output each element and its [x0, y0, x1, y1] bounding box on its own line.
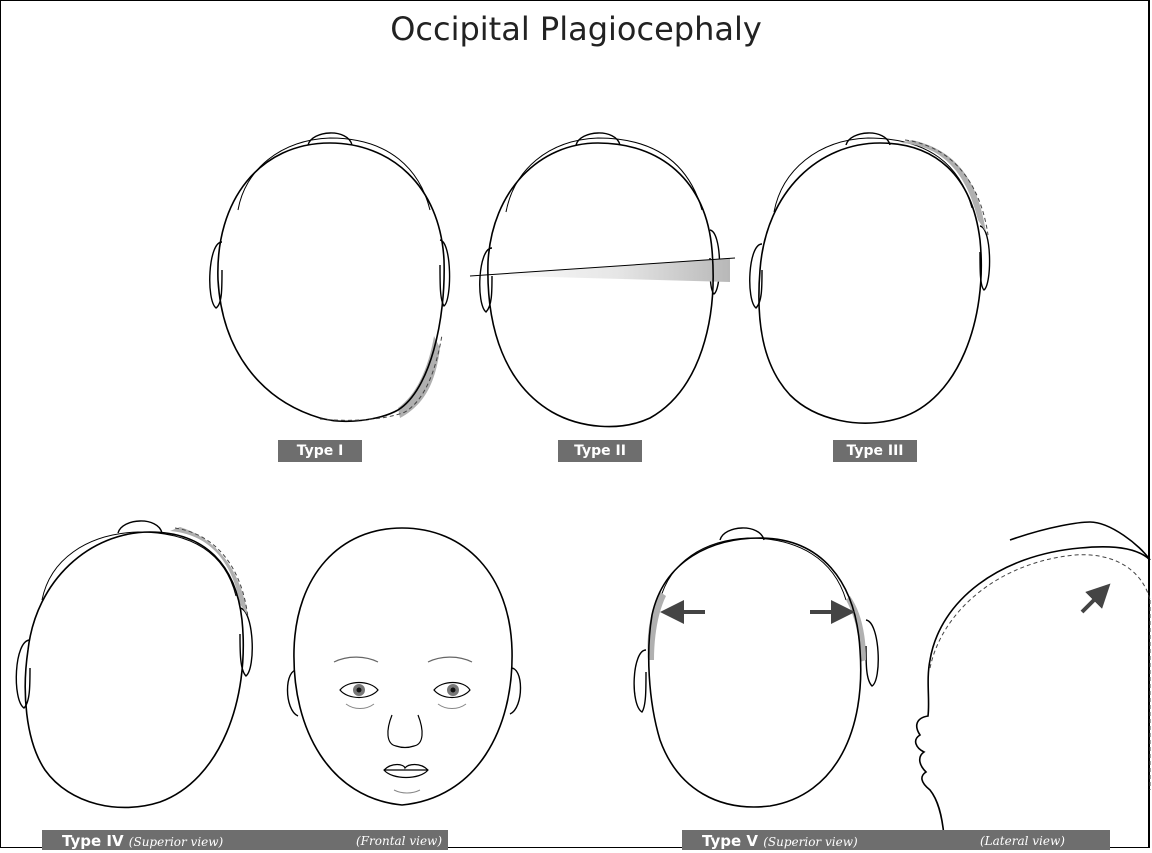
label-type-2-text: Type II: [574, 443, 626, 459]
face-outline: [294, 528, 512, 805]
head-type-5-superior: [634, 528, 878, 807]
profile-back-outline: [1010, 522, 1150, 560]
head-type-4-superior: [16, 521, 252, 807]
normal-contour-dashed: [930, 555, 1150, 790]
label-type-2: Type II: [558, 440, 642, 462]
label-type-5-view-lateral: (Lateral view): [980, 830, 1065, 852]
label-type-3: Type III: [833, 440, 917, 462]
face-profile: [238, 138, 430, 210]
skull-outline: [25, 532, 243, 807]
label-type-4-view-superior: (Superior view): [129, 835, 223, 849]
profile-outline: [916, 547, 1150, 836]
label-type-5-view-superior: (Superior view): [763, 835, 857, 849]
head-type-5-lateral: [916, 522, 1150, 836]
face-profile: [774, 138, 972, 212]
skull-outline: [649, 538, 861, 807]
label-type-4-text: Type IV: [62, 832, 124, 850]
label-type-4-view-frontal: (Frontal view): [356, 830, 442, 852]
label-type-4: Type IV (Superior view) (Frontal view): [42, 830, 448, 850]
growth-arrow: [1082, 592, 1102, 612]
skull-outline: [218, 143, 444, 421]
face-profile: [660, 538, 846, 600]
head-type-3: [750, 133, 990, 423]
forehead-shade: [170, 527, 248, 616]
asymmetry-wedge: [478, 258, 730, 282]
face-profile: [506, 138, 702, 212]
normal-contour-dashed: [905, 140, 988, 235]
normal-contour-dashed: [175, 528, 248, 618]
label-type-3-text: Type III: [846, 443, 903, 459]
label-type-1-text: Type I: [297, 443, 344, 459]
baby-face-frontal: [288, 528, 521, 805]
skull-outline: [759, 143, 981, 423]
ear-right: [866, 620, 878, 686]
head-type-2: [470, 133, 735, 427]
label-type-1: Type I: [278, 440, 362, 462]
nose-bump: [118, 521, 162, 533]
side-shade-right: [846, 596, 866, 662]
ear-left: [634, 650, 646, 712]
label-type-5-text: Type V: [702, 832, 758, 850]
label-type-5: Type V (Superior view) (Lateral view): [682, 830, 1110, 850]
skull-outline: [488, 143, 713, 427]
head-type-1: [210, 133, 450, 421]
forehead-shade: [900, 140, 986, 232]
